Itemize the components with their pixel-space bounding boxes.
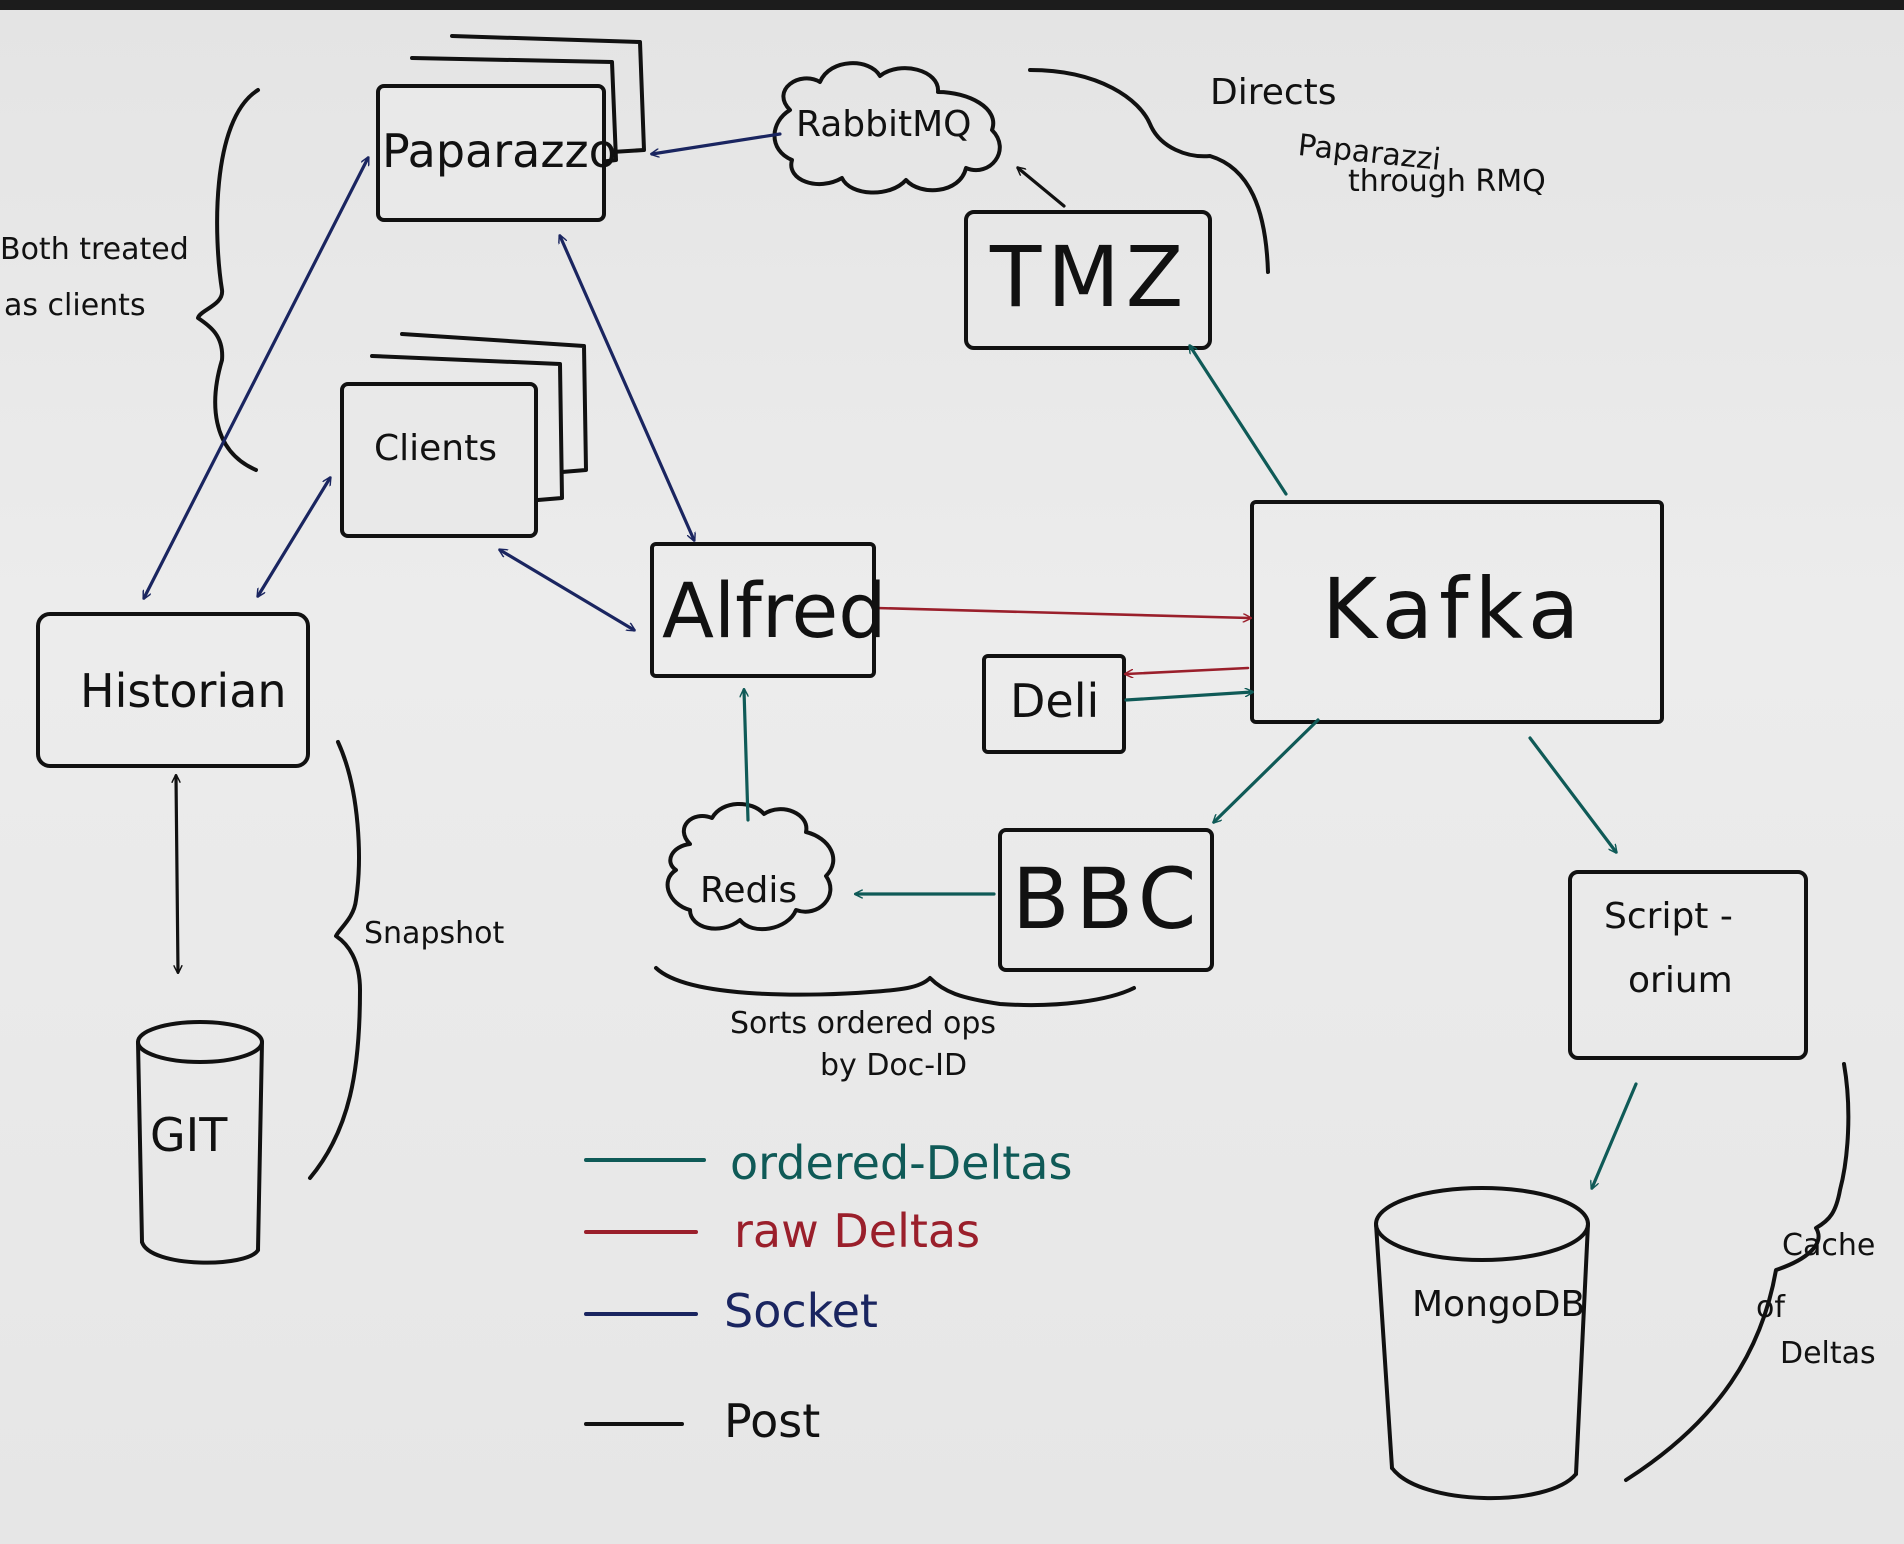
redis-cloud	[665, 801, 836, 931]
legend-label-ordered-deltas: ordered-Deltas	[730, 1136, 1073, 1190]
ordered-scriptorium-mongodb	[1592, 1082, 1638, 1188]
rabbitmq-cloud	[772, 61, 1002, 195]
paparazzo-box	[376, 34, 646, 222]
annotation-both-treated-line2: as clients	[4, 288, 146, 323]
annotation-snapshot: Snapshot	[364, 916, 505, 951]
ordered-kafka-bbc	[1214, 718, 1320, 822]
scriptorium-box	[1568, 870, 1808, 1060]
annotation-directs-line1: Directs	[1210, 72, 1337, 113]
ordered-deli-kafka	[1124, 692, 1252, 702]
annotation-sorts-line2: by Doc-ID	[820, 1048, 968, 1083]
annotation-directs-line3: through RMQ	[1348, 164, 1546, 199]
ordered-kafka-scriptorium	[1528, 736, 1616, 852]
annotation-cache-line1: Cache	[1782, 1228, 1876, 1263]
annotation-both-treated-line1: Both treated	[0, 232, 189, 267]
annotation-sorts-line1: Sorts ordered ops	[730, 1006, 997, 1041]
rabbitmq-label: RabbitMQ	[796, 104, 972, 145]
kafka-box	[1250, 500, 1664, 724]
mongodb-cylinder	[1374, 1186, 1590, 1501]
socket-rabbitmq-paparazzo	[652, 132, 782, 154]
brace-redis	[654, 966, 1136, 1008]
socket-historian-paparazzo	[142, 158, 370, 598]
ordered-kafka-tmz	[1190, 346, 1288, 496]
tmz-box	[964, 210, 1212, 350]
raw-alfred-kafka	[874, 606, 1250, 618]
ordered-redis-alfred	[744, 690, 750, 822]
socket-paparazzo-alfred	[560, 236, 694, 540]
paparazzo-label: Paparazzo	[382, 124, 617, 178]
annotation-cache-line2: of	[1756, 1290, 1785, 1325]
annotation-cache-line3: Deltas	[1780, 1336, 1876, 1371]
alfred-box	[650, 542, 876, 678]
clients-label: Clients	[374, 428, 497, 469]
socket-clients-alfred	[500, 550, 634, 630]
post-historian-git	[176, 776, 178, 972]
brace-both-treated	[196, 88, 260, 472]
git-label: GIT	[150, 1108, 228, 1162]
brace-directs	[1028, 68, 1270, 274]
board-frame-edge	[0, 0, 1904, 10]
scriptorium-label-line1: Script -	[1604, 896, 1733, 937]
deli-box	[982, 654, 1126, 754]
mongodb-label: MongoDB	[1412, 1284, 1586, 1325]
brace-cache	[1624, 1062, 1851, 1482]
legend-label-socket: Socket	[724, 1284, 878, 1338]
legend-label-raw-deltas: raw Deltas	[734, 1204, 981, 1258]
raw-kafka-deli	[1126, 666, 1250, 674]
git-cylinder	[136, 1020, 264, 1265]
socket-historian-clients	[258, 478, 330, 596]
kafka-label: Kafka	[1322, 560, 1586, 658]
historian-box	[36, 612, 310, 768]
historian-label: Historian	[80, 664, 287, 718]
bbc-box	[998, 828, 1214, 972]
bbc-label: BBC	[1012, 850, 1203, 948]
post-tmz-rabbitmq	[1018, 168, 1066, 208]
scriptorium-label-line2: orium	[1628, 960, 1733, 1001]
brace-snapshot	[308, 740, 362, 1180]
alfred-label: Alfred	[662, 566, 887, 655]
deli-label: Deli	[1010, 674, 1100, 728]
redis-label: Redis	[700, 870, 798, 911]
tmz-label: TMZ	[990, 228, 1190, 326]
legend-label-post: Post	[724, 1394, 821, 1448]
